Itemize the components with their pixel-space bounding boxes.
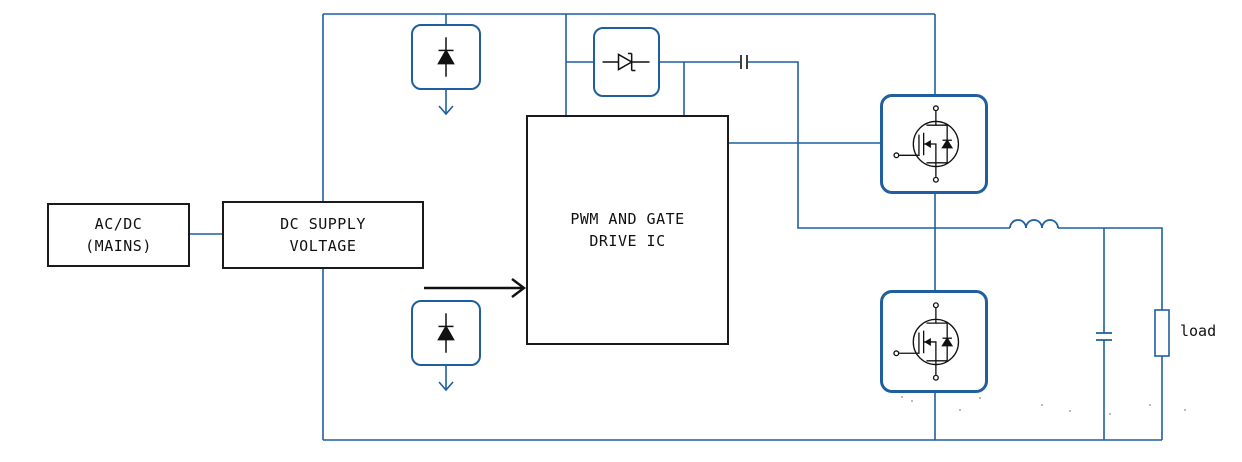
dc-supply-label-line2: VOLTAGE <box>289 237 357 255</box>
load-label: load <box>1180 322 1217 340</box>
coupling-capacitor <box>740 55 748 69</box>
ac-dc-mains-block: AC/DC (MAINS) <box>47 203 190 267</box>
inductor-out-wire <box>1058 227 1163 310</box>
mosfet-icon <box>893 105 960 183</box>
diode1-ground-arrow <box>438 90 454 116</box>
pwm-label-line1: PWM AND GATE <box>570 210 685 228</box>
mosfet-icon <box>893 302 960 381</box>
bootstrap-diode-component <box>593 27 660 97</box>
dc-supply-label-line1: DC SUPPLY <box>280 215 366 233</box>
pwm-gate-drive-ic-block: PWM AND GATE DRIVE IC <box>526 115 729 345</box>
diode-bottom-component <box>411 300 481 366</box>
diode-icon <box>437 313 455 353</box>
ac-dc-label-line1: AC/DC <box>94 215 143 233</box>
diode-icon <box>437 37 455 77</box>
load-resistor <box>1154 309 1170 357</box>
dc-supply-voltage-block: DC SUPPLY VOLTAGE <box>222 201 424 269</box>
pwm-label-line2: DRIVE IC <box>589 232 666 250</box>
cap-right-wire <box>748 61 1010 229</box>
input-signal-arrow <box>424 278 526 298</box>
inductor <box>1009 219 1059 229</box>
schottky-diode-icon <box>602 52 650 72</box>
high-side-mosfet-component <box>880 94 988 194</box>
low-side-mosfet-component <box>880 290 988 393</box>
diode2-ground-arrow <box>438 366 454 392</box>
output-capacitor <box>1096 332 1112 341</box>
ac-dc-label-line2: (MAINS) <box>85 237 152 255</box>
diode-top-component <box>411 24 481 90</box>
